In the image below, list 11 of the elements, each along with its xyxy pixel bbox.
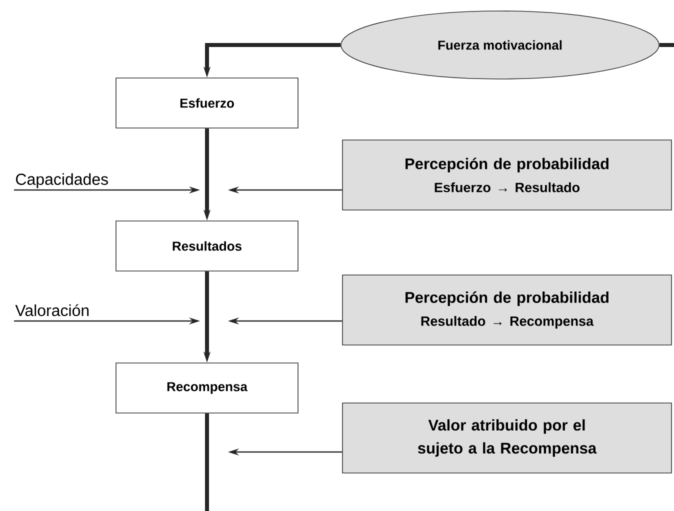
ellipse-node: Fuerza motivacional (340, 10, 660, 80)
process-box: Resultados (116, 220, 298, 272)
process-box: Recompensa (116, 362, 298, 414)
info-box: Valor atribuido por el sujeto a la Recompensa (342, 402, 672, 474)
process-box: Esfuerzo (116, 78, 298, 128)
connector-line (659, 43, 674, 47)
info-box: Percepción de probabilidad Esfuerzo → Resultado (342, 140, 672, 210)
input-label: Valoración (15, 304, 89, 316)
connector-line (205, 413, 209, 511)
info-box: Percepción de probabilidad Resultado → Recompensa (342, 274, 672, 346)
input-label: Capacidades (16, 173, 108, 188)
